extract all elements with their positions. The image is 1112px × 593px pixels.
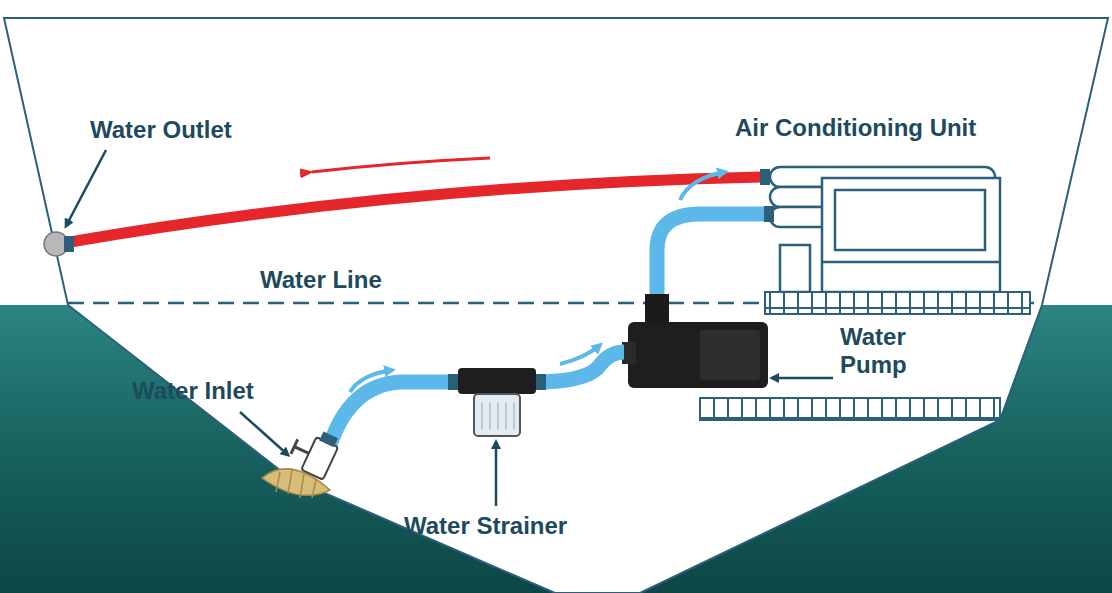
flow-arrow bbox=[560, 345, 600, 364]
leader-arrow bbox=[772, 377, 833, 380]
part-label: Air Conditioning Unit bbox=[735, 114, 976, 142]
flow-arrow bbox=[312, 158, 490, 172]
leader-arrow bbox=[495, 442, 498, 506]
leader-arrow bbox=[240, 412, 288, 455]
flow-arrow bbox=[680, 172, 725, 200]
water-pump bbox=[622, 294, 768, 388]
part-label: Water Line bbox=[260, 266, 382, 294]
boat-hull bbox=[4, 18, 1108, 593]
supply-hose bbox=[657, 214, 764, 300]
air-conditioning-unit bbox=[770, 167, 1000, 292]
water-inlet bbox=[262, 423, 342, 498]
part-label: Water Pump bbox=[840, 323, 930, 378]
part-label: Water Outlet bbox=[90, 116, 232, 144]
water-strainer bbox=[448, 368, 546, 436]
leader-arrow bbox=[66, 150, 106, 226]
pump-platform bbox=[700, 398, 1000, 420]
ac-platform bbox=[765, 292, 1030, 314]
part-label: Water Strainer bbox=[404, 512, 567, 540]
part-label: Water Inlet bbox=[132, 377, 254, 405]
intake-hose bbox=[330, 382, 452, 445]
flow-arrow bbox=[350, 370, 392, 392]
